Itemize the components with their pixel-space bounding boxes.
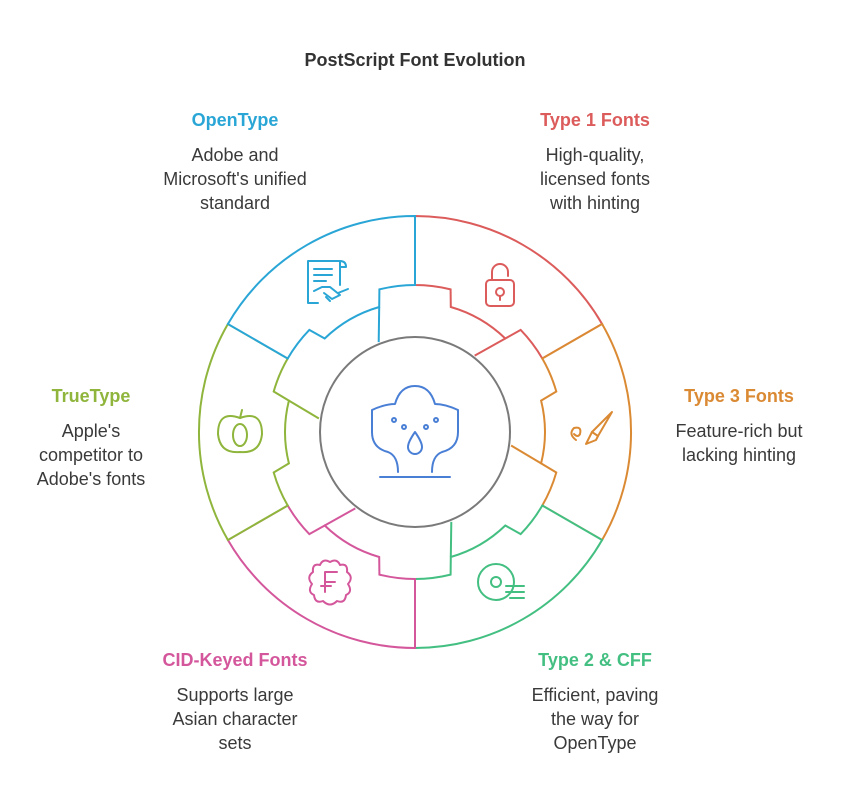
segment-cid-shape xyxy=(226,504,416,650)
label-type3-title: Type 3 Fonts xyxy=(684,386,794,406)
segment-type2-connector xyxy=(449,521,453,558)
description-line: OpenType xyxy=(553,733,637,753)
description-line: High-quality, xyxy=(545,145,645,165)
description-line: standard xyxy=(199,193,271,213)
description-line: the way for xyxy=(550,709,640,729)
segment-type2-shape xyxy=(414,504,604,650)
label-opentype-title: OpenType xyxy=(191,110,279,130)
description-line: Efficient, paving xyxy=(531,685,659,705)
fountain-icon xyxy=(371,385,459,478)
description-line: sets xyxy=(218,733,252,753)
segment-type1-connector xyxy=(474,337,506,357)
label-type1-description: High-quality, licensed fonts with hinting xyxy=(475,143,715,215)
description-line: Feature-rich but xyxy=(675,421,803,441)
segment-cid-connector xyxy=(324,507,356,527)
description-line: Apple's xyxy=(61,421,121,441)
label-type3-description: Feature-rich but lacking hinting xyxy=(619,419,842,467)
segment-type3-connector xyxy=(510,444,542,465)
apple-icon xyxy=(216,409,264,454)
segment-type3-shape xyxy=(539,322,632,542)
label-type2: Type 2 & CFF Efficient, paving the way for… xyxy=(475,650,715,755)
segment-opentype-connector xyxy=(377,306,381,343)
diagram-title: PostScript Font Evolution xyxy=(304,50,526,70)
description-line: with hinting xyxy=(549,193,641,213)
label-truetype-description: Apple's competitor to Adobe's fonts xyxy=(0,419,211,491)
description-line: Microsoft's unified xyxy=(163,169,307,189)
contract-handshake-icon xyxy=(307,260,349,304)
label-type1-title: Type 1 Fonts xyxy=(540,110,650,130)
description-line: Adobe and xyxy=(191,145,279,165)
franc-badge-icon xyxy=(308,559,352,606)
description-line: Adobe's fonts xyxy=(36,469,146,489)
description-line: lacking hinting xyxy=(681,445,797,465)
segment-truetype-connector xyxy=(288,399,320,420)
description-line: Asian character xyxy=(172,709,298,729)
segment-type2 xyxy=(414,504,604,650)
description-line: competitor to xyxy=(38,445,144,465)
label-truetype-title: TrueType xyxy=(51,386,131,406)
disc-icon xyxy=(477,563,525,601)
paintbrush-icon xyxy=(570,411,613,445)
segment-cid xyxy=(226,504,416,650)
label-type2-title: Type 2 & CFF xyxy=(538,650,652,670)
segment-type1-shape xyxy=(414,214,604,360)
description-line: Supports large xyxy=(176,685,294,705)
padlock-icon xyxy=(485,263,515,307)
label-cid-title: CID-Keyed Fonts xyxy=(162,650,308,670)
segment-type1 xyxy=(414,214,604,360)
segment-truetype xyxy=(198,322,320,542)
segment-truetype-shape xyxy=(198,322,291,542)
description-line: licensed fonts xyxy=(539,169,651,189)
